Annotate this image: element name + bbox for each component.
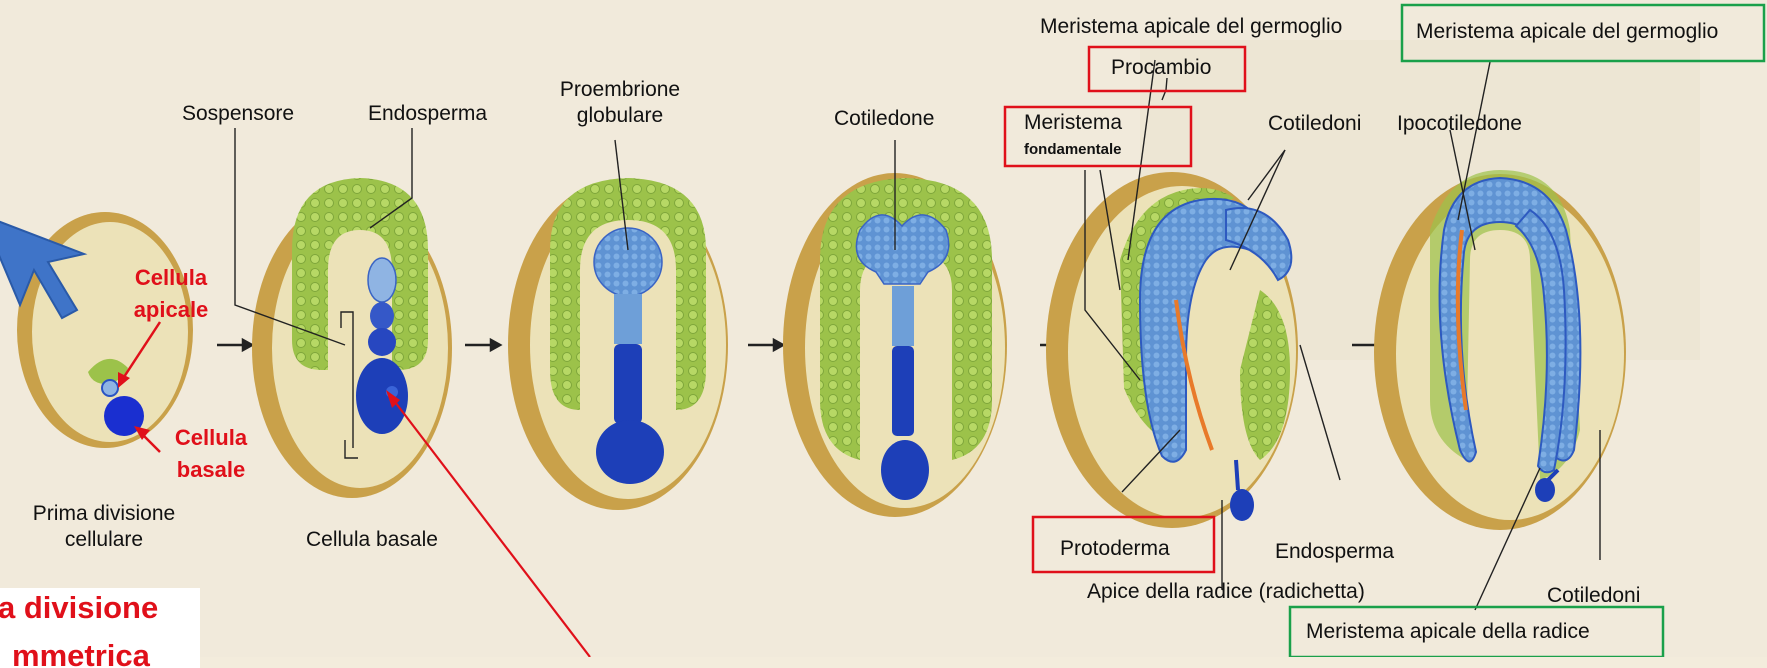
label-endosperma-1: Endosperma bbox=[368, 102, 487, 126]
label-prima-divisione-line1: Prima divisione bbox=[14, 502, 194, 526]
label-cellula-apicale-line1: Cellula bbox=[116, 264, 226, 292]
callout-line1: a divisione bbox=[0, 590, 158, 626]
label-ipocotiledone: Ipocotiledone bbox=[1397, 112, 1522, 136]
label-meristema-apicale-germoglio-1: Meristema apicale del germoglio bbox=[1040, 15, 1342, 39]
label-cotiledone: Cotiledone bbox=[834, 107, 934, 131]
seed-stage-3 bbox=[508, 178, 728, 510]
label-meristema-apicale-radice: Meristema apicale della radice bbox=[1306, 620, 1590, 644]
label-meristema-apicale-germoglio-2: Meristema apicale del germoglio bbox=[1416, 20, 1718, 44]
label-cellula-apicale-line2: apicale bbox=[116, 296, 226, 324]
callout-line2: mmetrica bbox=[12, 638, 150, 668]
label-cotiledoni-2: Cotiledoni bbox=[1547, 584, 1640, 608]
label-proembrione-line1: Proembrione bbox=[550, 78, 690, 102]
seed-stage-5 bbox=[1046, 172, 1298, 528]
label-endosperma-2: Endosperma bbox=[1275, 540, 1394, 564]
label-cotiledoni-1: Cotiledoni bbox=[1268, 112, 1361, 136]
label-apice-radice: Apice della radice (radichetta) bbox=[1087, 580, 1365, 604]
label-prima-divisione-line2: cellulare bbox=[14, 528, 194, 552]
label-procambio: Procambio bbox=[1111, 56, 1211, 80]
label-cellula-basale-red-line1: Cellula bbox=[156, 424, 266, 452]
label-proembrione-line2: globulare bbox=[550, 104, 690, 128]
label-fondamentale: fondamentale bbox=[1024, 141, 1122, 159]
label-meristema: Meristema bbox=[1024, 111, 1122, 135]
label-protoderma: Protoderma bbox=[1060, 537, 1170, 561]
label-cellula-basale-red-line2: basale bbox=[156, 456, 266, 484]
label-sospensore: Sospensore bbox=[182, 102, 294, 126]
callout-box: a divisione mmetrica bbox=[0, 588, 200, 668]
label-cellula-basale: Cellula basale bbox=[306, 528, 438, 552]
